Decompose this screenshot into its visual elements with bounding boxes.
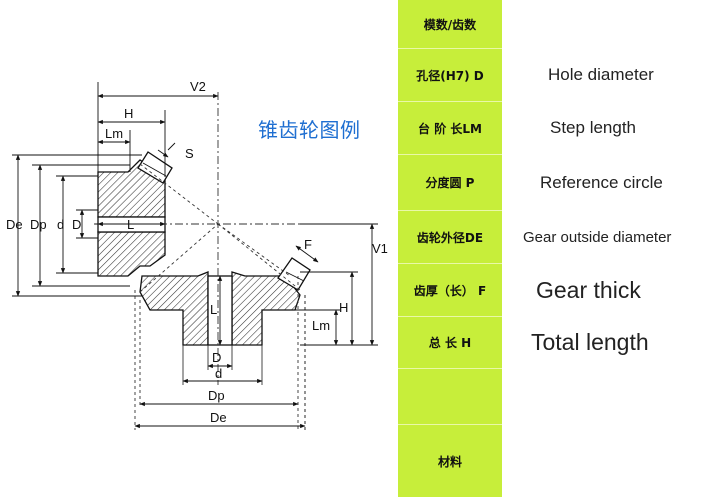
row-label-en [502, 425, 720, 497]
row-label-cn: 模数/齿数 [398, 0, 502, 48]
label-v2: V2 [190, 79, 206, 94]
table-row: 总 长 H Total length [398, 317, 720, 368]
dimension-labels: V2 H Lm S De Dp d D L F V1 H Lm L D d Dp… [6, 79, 388, 425]
bevel-gear-diagram: V2 H Lm S De Dp d D L F V1 H Lm L D d Dp… [6, 79, 388, 432]
row-divider [398, 368, 502, 369]
table-row: 齿轮外径DE Gear outside diameter [398, 211, 720, 263]
row-label-en: Gear outside diameter [523, 228, 672, 246]
row-label-en: Total length [531, 329, 649, 355]
label-de-bottom: De [210, 410, 227, 425]
row-label-en: Step length [550, 118, 637, 137]
spec-table: 模数/齿数 孔径(H7) D Hole diameter 台 阶 长LM Ste… [398, 0, 720, 497]
table-row: 分度圆 P Reference circle [398, 155, 720, 210]
row-label-cn: 台 阶 长LM [398, 102, 502, 154]
row-label-en [502, 369, 720, 424]
row-label-cn [398, 369, 502, 424]
pinion-gear [97, 151, 173, 277]
row-label-cn: 分度圆 P [398, 155, 502, 210]
row-label-cn: 总 长 H [398, 317, 502, 368]
table-row: 齿厚（长） F Gear thick [398, 264, 720, 316]
row-divider [398, 263, 502, 264]
row-divider [398, 424, 502, 425]
row-label-cn: 孔径(H7) D [398, 49, 502, 101]
table-row [398, 369, 720, 424]
crown-gear [139, 257, 311, 346]
label-v1: V1 [372, 241, 388, 256]
label-lm-top: Lm [105, 126, 123, 141]
dimension-lines [12, 82, 378, 432]
table-row: 材料 [398, 425, 720, 497]
row-divider [398, 48, 502, 49]
row-label-en: Hole diameter [548, 65, 654, 84]
row-divider [398, 101, 502, 102]
row-label-cn: 材料 [398, 425, 502, 497]
table-row: 模数/齿数 [398, 0, 720, 48]
label-d-bottom: d [215, 366, 222, 381]
label-D-left: D [72, 217, 81, 232]
table-row: 台 阶 长LM Step length [398, 102, 720, 154]
row-label-cn: 齿轮外径DE [398, 211, 502, 263]
label-lm-right: Lm [312, 318, 330, 333]
row-label-en: Gear thick [536, 276, 641, 303]
label-f: F [304, 237, 312, 252]
table-row: 孔径(H7) D Hole diameter [398, 49, 720, 101]
row-divider [398, 154, 502, 155]
row-divider [398, 210, 502, 211]
row-label-cn: 齿厚（长） F [398, 264, 502, 316]
label-h-top: H [124, 106, 133, 121]
label-dp-left: Dp [30, 217, 47, 232]
label-dp-bottom: Dp [208, 388, 225, 403]
label-de-left: De [6, 217, 23, 232]
diagram-title: 锥齿轮图例 [258, 118, 361, 142]
label-D-bottom: D [212, 350, 221, 365]
label-l-bottom: L [210, 302, 217, 317]
row-divider [398, 316, 502, 317]
row-label-en: Reference circle [540, 172, 663, 192]
label-s: S [185, 146, 194, 161]
label-d-left: d [57, 217, 64, 232]
label-l-left: L [127, 217, 134, 232]
row-label-en [502, 0, 720, 48]
label-h-right: H [339, 300, 348, 315]
